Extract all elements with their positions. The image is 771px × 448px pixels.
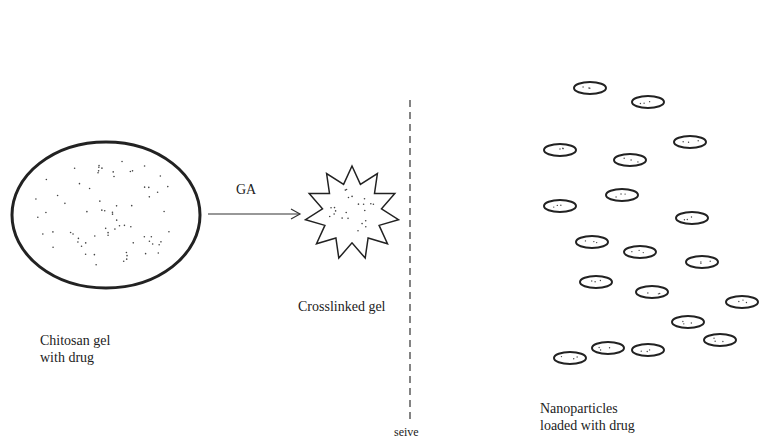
reagent-label: GA	[236, 181, 256, 198]
shape-outline	[10, 140, 202, 290]
sieve-label: seive	[394, 424, 419, 441]
sieve-line	[409, 100, 410, 422]
process-arrow	[208, 213, 300, 214]
product-label: Nanoparticles loaded with drug	[540, 400, 650, 434]
node-label: Chitosan gel with drug	[40, 332, 130, 366]
nanoparticle-cluster	[544, 82, 758, 364]
gel-circle: Chitosan gel with drug	[10, 140, 202, 290]
node-label: Crosslinked gel	[298, 298, 386, 315]
crosslinked-star: Crosslinked gel	[304, 164, 400, 262]
shape-outline	[304, 164, 400, 262]
